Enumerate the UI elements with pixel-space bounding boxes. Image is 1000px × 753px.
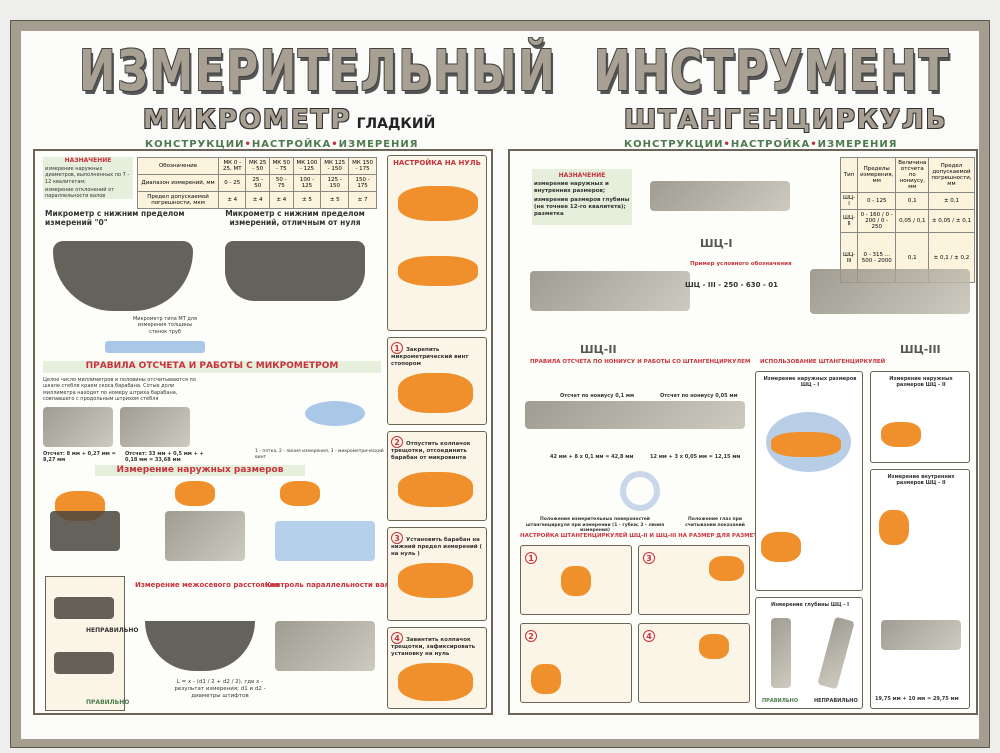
vernier-figure	[525, 401, 745, 429]
hand-figure	[398, 256, 478, 286]
scale-figure-2	[120, 407, 190, 447]
left-tagline: КОНСТРУКЦИИ•НАСТРОЙКА•ИЗМЕРЕНИЯ	[145, 139, 419, 150]
hand-figure	[398, 186, 478, 221]
eye-caption: Положение глаз при считывании показаний	[685, 517, 745, 528]
mic-zero-title: Микрометр с нижним пределом измерений "0…	[45, 209, 185, 228]
designation: ШЦ - III - 250 - 630 - 01	[685, 281, 779, 289]
depth-shc1-box: Измерение глубины ШЦ - I ПРАВИЛЬНО НЕПРА…	[755, 597, 863, 709]
usage-box: НЕПРАВИЛЬНО ПРАВИЛЬНО	[45, 576, 138, 711]
measure-figure-2	[165, 511, 245, 561]
parallel-heading: Контроль параллельности валов	[265, 581, 399, 589]
caliper-shc1-figure	[650, 181, 790, 211]
formula: L = x - (d1 / 2 + d2 / 2), где x - резул…	[174, 679, 266, 699]
pipe-figure	[105, 341, 205, 353]
reading-2: Отсчет: 33 мм + 0,5 мм + + 0,18 мм = 33,…	[125, 451, 204, 464]
hand-figure	[280, 481, 320, 506]
measure-figure-1	[50, 511, 120, 551]
caliper-title: ШТАНГЕНЦИРКУЛЬ	[624, 105, 948, 135]
outer-shc1-box: Измерение наружных размеров ШЦ - I	[755, 371, 863, 591]
surface-caption: Положение измерительных поверхностей шта…	[525, 517, 665, 534]
inner-shc2-box: Измерение внутренних размеров ШЦ - II 19…	[870, 469, 970, 709]
model-shc2: ШЦ-II	[580, 343, 617, 356]
setup-heading: НАСТРОЙКА ШТАНГЕНЦИРКУЛЕЙ ШЦ-II И ШЦ-III…	[520, 533, 767, 539]
reading-1: 42 мм + 8 х 0,1 мм = 42,8 мм	[550, 454, 634, 460]
outer-band: Измерение наружных размеров	[95, 465, 305, 476]
wrong-label: НЕПРАВИЛЬНО	[86, 627, 139, 634]
poster-frame: ИЗМЕРИТЕЛЬНЫЙ ИНСТРУМЕНТ МИКРОМЕТР ГЛАДК…	[10, 20, 990, 748]
shaft-figure	[305, 401, 365, 426]
vernier-1: Отсчет по нониусу 0,1 мм	[560, 393, 635, 399]
title-word-1: ИЗМЕРИТЕЛЬНЫЙ	[79, 39, 557, 104]
rules-text: Целое число миллиметров и половины отсчи…	[43, 377, 196, 402]
title-word-2: ИНСТРУМЕНТ	[594, 39, 950, 104]
reading-1: Отсчет: 8 мм + 0,27 мм = 8,27 мм	[43, 451, 116, 464]
right-tagline: КОНСТРУКЦИИ•НАСТРОЙКА•ИЗМЕРЕНИЯ	[624, 139, 898, 150]
setup-step-1: 1	[520, 545, 632, 615]
mt-caption: Микрометр типа МТ для измерения толщины …	[132, 316, 198, 335]
right-label: ПРАВИЛЬНО	[86, 699, 130, 706]
poster: ИЗМЕРИТЕЛЬНЫЙ ИНСТРУМЕНТ МИКРОМЕТР ГЛАДК…	[21, 31, 979, 739]
caliper-shc2-figure	[530, 271, 690, 311]
mic-nonzero-title: Микрометр с нижним пределом измерений, о…	[225, 209, 365, 228]
rules-heading: ПРАВИЛА ОТСЧЕТА ПО НОНИУСУ И РАБОТЫ СО Ш…	[530, 359, 751, 365]
reading-2: 12 мм + 3 х 0,05 мм = 12,15 мм	[650, 454, 741, 460]
measure-figure-3	[275, 521, 375, 561]
ring-figure	[620, 471, 660, 511]
scale-figure-1	[43, 407, 113, 447]
right-figure	[54, 652, 114, 674]
purpose-box: НАЗНАЧЕНИЕ измерение наружных диаметров,…	[43, 157, 133, 199]
micrometer-zero-figure	[53, 241, 193, 311]
caliper-shc3-figure	[810, 269, 970, 314]
micrometer-title: МИКРОМЕТР	[143, 105, 352, 135]
rules-band: ПРАВИЛА ОТСЧЕТА И РАБОТЫ С МИКРОМЕТРОМ	[43, 361, 381, 373]
micrometer-panel: НАЗНАЧЕНИЕ измерение наружных диаметров,…	[33, 149, 493, 715]
outer-shc2-box: Измерение наружных размеров ШЦ - II	[870, 371, 970, 463]
micrometer-nonzero-figure	[225, 241, 365, 301]
vernier-2: Отсчет по нониусу 0,05 мм	[660, 393, 738, 399]
left-subtitle: МИКРОМЕТР ГЛАДКИЙ	[143, 105, 435, 135]
setup-step-4: 4	[638, 623, 750, 703]
micrometer-suffix: ГЛАДКИЙ	[356, 116, 436, 132]
center-distance-figure	[145, 621, 255, 671]
purpose-box: НАЗНАЧЕНИЕ измерение наружных и внутренн…	[532, 169, 632, 225]
position-legend: 1 - пятка, 2 - линия измерения, 3 - микр…	[255, 449, 384, 460]
setup-step-2: 2	[520, 623, 632, 703]
center-distance-heading: Измерение межосевого расстояния	[135, 581, 279, 589]
model-shc3: ШЦ-III	[900, 343, 941, 356]
depth-formula: 19,75 мм + 10 мм = 29,75 мм	[875, 696, 959, 702]
wrong-figure	[54, 597, 114, 619]
designation-heading: Пример условного обозначения	[690, 261, 792, 267]
zero-setup-box: НАСТРОЙКА НА НУЛЬ	[387, 155, 487, 331]
parallel-figure	[275, 621, 375, 671]
model-shc1: ШЦ-I	[700, 237, 733, 250]
use-heading: ИСПОЛЬЗОВАНИЕ ШТАНГЕНЦИРКУЛЕЙ	[760, 359, 886, 365]
setup-step-3: 3	[638, 545, 750, 615]
caliper-panel: НАЗНАЧЕНИЕ измерение наружных и внутренн…	[508, 149, 978, 715]
hand-figure	[175, 481, 215, 506]
